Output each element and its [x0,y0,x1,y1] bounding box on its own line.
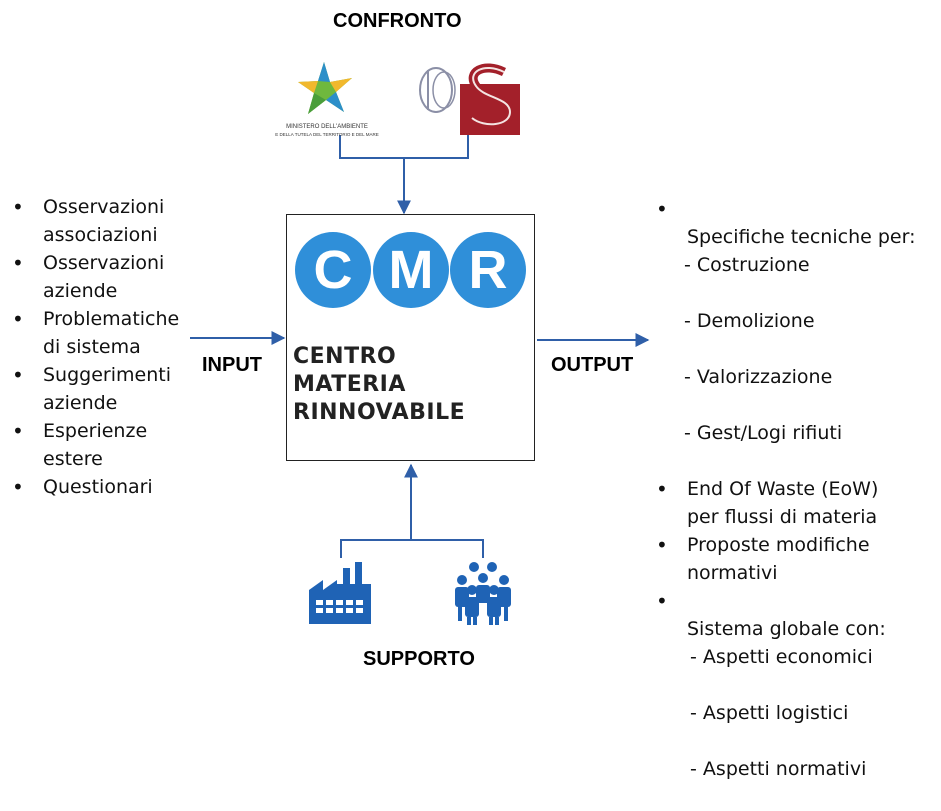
output-subitem: - Aspetti normativi [684,758,867,780]
crest-icon [419,63,520,135]
input-item: Problematiche di sistema [12,305,179,361]
output-item-text: Sistema globale con: [687,618,886,640]
output-subitem: - Aspetti logistici [684,702,849,724]
output-heading: OUTPUT [551,354,634,376]
output-subitem: - Aspetti economici [684,646,873,668]
input-item: Questionari [12,473,179,501]
cmr-circle-c: C [295,232,371,308]
output-item: Sistema globale con: - Aspetti economici… [656,587,915,811]
cmr-circle-r: R [450,232,526,308]
people-group-icon [455,562,511,625]
camera-senato-logo [414,60,522,136]
cmr-name-line: RINNOVABILE [293,400,466,425]
factory-icon [309,562,371,624]
output-subitem: - Gest/Logi rifiuti [684,422,843,444]
input-item: Osservazioni aziende [12,249,179,305]
cmr-circle-m: M [373,232,449,308]
input-item: Esperienze estere [12,417,179,473]
output-item: Specifiche tecniche per: - Costruzione -… [656,195,915,475]
output-item-text: Specifiche tecniche per: [687,226,916,248]
output-item: End Of Waste (EoW) per flussi di materia [656,475,915,531]
cmr-name-line: CENTRO [293,344,397,369]
confronto-heading: CONFRONTO [333,10,462,32]
input-heading: INPUT [202,354,262,376]
cmr-box: C M R CENTRO MATERIA RINNOVABILE [286,214,535,461]
output-item: Proposte modifiche normativi [656,531,915,587]
output-subitem: - Valorizzazione [684,366,833,388]
output-subitem: - Costruzione [684,254,810,276]
cmr-name: CENTRO MATERIA RINNOVABILE [293,343,465,427]
star-emblem-icon [298,62,352,114]
confronto-bracket [339,135,469,159]
input-item: Suggerimenti aziende [12,361,179,417]
input-item: Osservazioni associazioni [12,193,179,249]
supporto-bracket [340,539,484,558]
ministero-ambiente-logo: MINISTERO DELL'AMBIENTE E DELLA TUTELA D… [268,60,386,137]
input-list: Osservazioni associazioni Osservazioni a… [12,193,179,501]
output-list: Specifiche tecniche per: - Costruzione -… [656,195,915,811]
cmr-name-line: MATERIA [293,372,406,397]
ministero-line-1: MINISTERO DELL'AMBIENTE [286,124,368,130]
connector-arrows [190,135,650,558]
supporto-heading: SUPPORTO [363,648,475,670]
output-subitem: - Demolizione [684,310,815,332]
ministero-line-2: E DELLA TUTELA DEL TERRITORIO E DEL MARE [275,132,379,137]
